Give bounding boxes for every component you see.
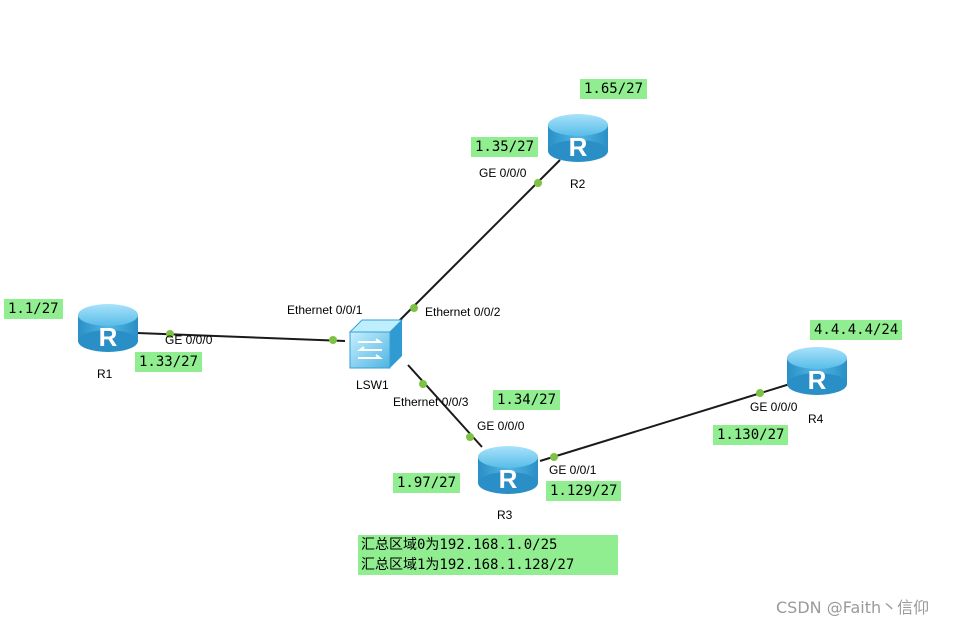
port-dot-r3-ge001[interactable]: [550, 453, 558, 461]
summary-note-line1: 汇总区域0为192.168.1.0/25: [361, 537, 558, 553]
port-label-lsw1-eth003: Ethernet 0/0/3: [393, 395, 469, 409]
port-label-r1-ge000: GE 0/0/0: [165, 333, 213, 347]
router-r4-glyph: R: [808, 365, 827, 395]
router-r4-icon[interactable]: R: [787, 347, 847, 395]
router-r2-icon[interactable]: R: [548, 114, 608, 162]
addr-r1-loopback: 1.1/27: [4, 299, 63, 319]
label-r2: R2: [570, 177, 586, 191]
router-r3-glyph: R: [499, 464, 518, 494]
port-label-r3-ge001: GE 0/0/1: [549, 463, 597, 477]
label-r4: R4: [808, 412, 824, 426]
port-dot-lsw1-eth003[interactable]: [419, 380, 427, 388]
link-r3-r4: [539, 383, 791, 462]
port-label-r4-ge000: GE 0/0/0: [750, 400, 798, 414]
router-r1-glyph: R: [99, 322, 118, 352]
router-r2-glyph: R: [569, 132, 588, 162]
addr-r2-ge000: 1.35/27: [471, 137, 539, 157]
port-dot-r3-ge000[interactable]: [466, 433, 474, 441]
port-dot-r1-ge000[interactable]: [166, 330, 174, 338]
switch-lsw1-icon[interactable]: [348, 319, 404, 369]
port-dot-r2-ge000[interactable]: [534, 179, 542, 187]
port-dot-r4-ge000[interactable]: [756, 389, 764, 397]
port-dot-lsw1-eth001[interactable]: [329, 336, 337, 344]
link-r2-lsw1: [397, 159, 561, 323]
label-lsw1: LSW1: [356, 378, 389, 392]
summary-note: 汇总区域0为192.168.1.0/25 汇总区域1为192.168.1.128…: [358, 535, 618, 575]
addr-r2-loopback: 1.65/27: [580, 79, 648, 99]
port-label-lsw1-eth002: Ethernet 0/0/2: [425, 305, 501, 319]
router-r3-icon[interactable]: R: [478, 446, 538, 494]
port-label-lsw1-eth001: Ethernet 0/0/1: [287, 303, 363, 317]
addr-r4-loopback: 4.4.4.4/24: [810, 320, 903, 340]
port-label-r2-ge000: GE 0/0/0: [479, 166, 527, 180]
addr-r4-ge000: 1.130/27: [713, 425, 789, 445]
addr-r3-loopback: 1.97/27: [393, 473, 461, 493]
addr-r3-ge001: 1.129/27: [546, 481, 622, 501]
watermark: CSDN @Faith丶信仰: [776, 598, 930, 617]
addr-r3-ge000: 1.34/27: [493, 390, 561, 410]
label-r1: R1: [97, 367, 113, 381]
port-dot-lsw1-eth002[interactable]: [410, 304, 418, 312]
addr-r1-ge000: 1.33/27: [135, 352, 203, 372]
port-label-r3-ge000: GE 0/0/0: [477, 419, 525, 433]
router-r1-icon[interactable]: R: [78, 304, 138, 352]
summary-note-line2: 汇总区域1为192.168.1.128/27: [361, 557, 575, 573]
label-r3: R3: [497, 508, 513, 522]
